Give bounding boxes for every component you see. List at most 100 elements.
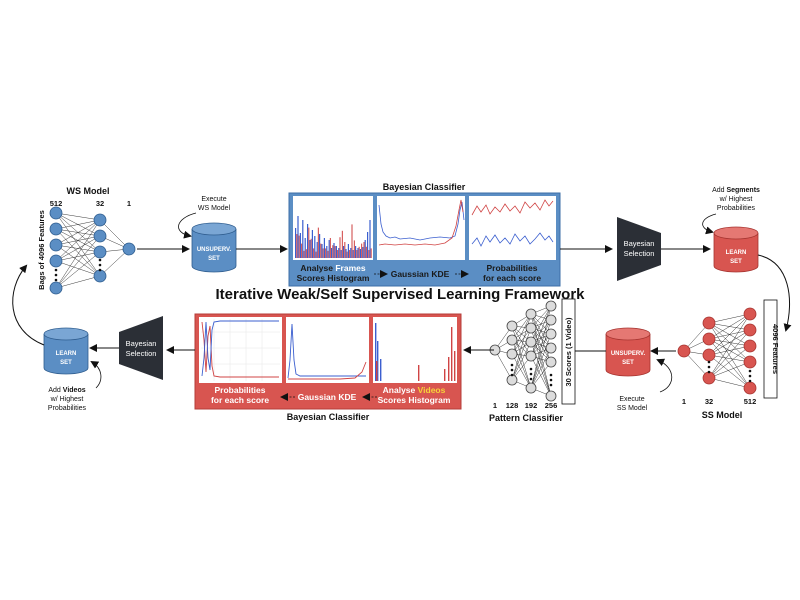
add-videos-curve (90, 360, 102, 389)
bayes-bottom-step3-highlight: Videos (418, 385, 446, 395)
kde-bottom-blue (287, 323, 366, 379)
learn-set-right: LEARN SET (713, 226, 759, 273)
histogram-bar (316, 242, 318, 258)
ellipsis-dot (98, 258, 102, 262)
connection (708, 313, 751, 340)
histogram-bar (345, 249, 347, 258)
pattern-side-label: 30 Scores (1 Video) (564, 317, 573, 387)
pattern-layer-size-3: 192 (525, 401, 538, 410)
histogram-bar (313, 248, 315, 258)
histogram-bar (367, 232, 369, 258)
connection (530, 355, 552, 397)
histogram-bar (341, 230, 343, 258)
connection (708, 354, 751, 389)
histogram-bar (314, 236, 316, 258)
neuron (506, 348, 518, 360)
histogram-bar (338, 248, 340, 258)
histogram-bar (353, 240, 355, 258)
connection (55, 219, 101, 289)
neuron (49, 222, 63, 236)
execute-ss-line1: Execute (619, 396, 644, 403)
learn-right-line2: SET (730, 259, 742, 265)
execute-ss-curve (656, 358, 673, 393)
histogram-bar (349, 250, 351, 258)
histogram-bar (304, 238, 306, 258)
ws-layer-size-2: 32 (96, 199, 104, 208)
neuron (545, 314, 557, 326)
connection (55, 212, 101, 277)
histogram-bar (352, 250, 354, 258)
histogram-bar (298, 235, 300, 258)
prob-bottom-blue (201, 320, 279, 377)
connection (55, 244, 101, 277)
neuron (49, 238, 63, 252)
connection (530, 341, 552, 397)
ellipsis-dot (529, 377, 533, 381)
histogram-bar (380, 359, 382, 381)
connection (55, 219, 101, 262)
bayes-bottom-step1-line1: Probabilities (214, 385, 265, 395)
connection (530, 361, 552, 389)
neuron (525, 308, 537, 320)
histogram-bar (346, 251, 348, 258)
prob-bottom-red (201, 321, 279, 378)
arrow-learn-to-ws (12, 264, 45, 346)
neuron (93, 269, 107, 283)
add-videos-line1: Add Videos (48, 387, 85, 394)
ellipsis-dot (707, 370, 711, 374)
connection (99, 248, 130, 277)
ss-layer-size-3: 512 (744, 397, 757, 406)
histogram-bar (302, 220, 304, 258)
ws-model: WS Model 512 32 1 Bags of 4096 Features (37, 186, 136, 295)
selection-bottom-line1: Bayesian (126, 339, 157, 348)
histogram-bar (327, 250, 329, 258)
videos-histogram-plot (373, 317, 457, 383)
pattern-layer-size-2: 128 (506, 401, 519, 410)
histogram-bar (319, 234, 321, 258)
ws-model-title: WS Model (67, 186, 110, 196)
connection (55, 251, 101, 289)
connection (511, 353, 532, 389)
neuron (702, 348, 716, 362)
bayes-top-step1-line1: Analyse Frames (300, 263, 365, 273)
ellipsis-dot (549, 373, 553, 377)
neuron (93, 229, 107, 243)
ellipsis-dot (748, 379, 752, 383)
connection (708, 329, 751, 356)
histogram-bar (358, 246, 360, 258)
neuron (545, 342, 557, 354)
connection (511, 313, 532, 355)
histogram-bar (340, 250, 342, 258)
frames-kde-plot (377, 196, 465, 260)
ellipsis-dot (748, 374, 752, 378)
histogram-bar (418, 365, 420, 381)
unsup-bottom-line2: SET (622, 360, 634, 366)
ws-network (49, 206, 136, 295)
neuron (49, 254, 63, 268)
histogram-bar (365, 246, 367, 258)
histogram-bar (335, 246, 337, 258)
ss-network (677, 307, 757, 395)
histogram-bar (320, 243, 322, 258)
add-segments-line3: Probabilities (717, 205, 756, 212)
bayesian-selection-top: Bayesian Selection (617, 217, 661, 281)
histogram-bar (350, 248, 352, 258)
videos-kde-plot (286, 317, 369, 383)
unsup-set-top: UNSUPERV. SET (191, 222, 237, 273)
bayesian-selection-bottom: Bayesian Selection (119, 316, 163, 380)
pattern-title: Pattern Classifier (489, 413, 564, 423)
ellipsis-dot (98, 263, 102, 267)
bayes-bottom-step3-pre: Analyse (383, 385, 418, 395)
neuron (702, 371, 716, 385)
pattern-classifier: 30 Scores (1 Video) 1 128 192 256 Patter… (489, 298, 576, 423)
histogram-bar (305, 249, 307, 258)
ss-layer-size-2: 32 (705, 397, 713, 406)
histogram-bar (303, 250, 305, 258)
pattern-layer-size-1: 1 (493, 401, 497, 410)
neuron (525, 336, 537, 348)
connection (708, 361, 751, 379)
add-videos-pre: Add (48, 387, 62, 394)
selection-top-line1: Bayesian (624, 239, 655, 248)
connection (530, 333, 552, 389)
